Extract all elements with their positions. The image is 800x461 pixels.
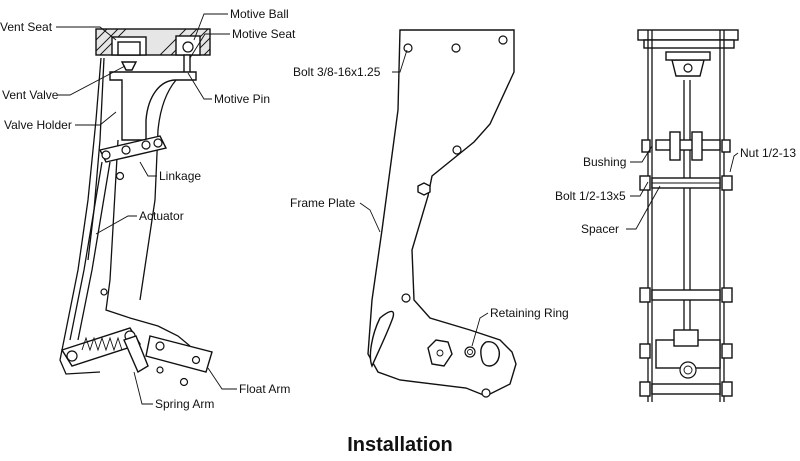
spacer-bolt-lower <box>639 381 733 397</box>
label-motive-seat: Motive Seat <box>232 27 296 41</box>
label-retaining-ring: Retaining Ring <box>490 306 569 320</box>
retaining-ring <box>464 346 476 358</box>
label-motive-ball: Motive Ball <box>230 7 289 21</box>
label-spacer: Spacer <box>581 222 619 236</box>
label-frame-plate: Frame Plate <box>290 196 356 210</box>
label-float-arm: Float Arm <box>239 382 290 396</box>
lower-linkage <box>639 329 733 379</box>
label-linkage: Linkage <box>159 169 201 183</box>
exploded-labels: Vent Seat Motive Ball Motive Seat Vent V… <box>0 7 296 411</box>
label-bushing: Bushing <box>583 155 626 169</box>
bushing <box>641 131 731 161</box>
caption-title: Installation <box>347 434 453 456</box>
actuator-rod <box>69 161 111 341</box>
valve-holder <box>109 71 197 141</box>
label-motive-pin: Motive Pin <box>214 92 270 106</box>
label-bolt-1-2: Bolt 1/2-13x5 <box>555 189 626 203</box>
label-bolt-3-8: Bolt 3/8-16x1.25 <box>293 65 381 79</box>
actuator-frame <box>59 57 191 375</box>
linkage <box>98 135 168 163</box>
vent-valve <box>120 61 138 71</box>
spring-arm <box>60 327 149 374</box>
spacer-bolt-upper <box>639 175 733 191</box>
side-view <box>367 29 517 398</box>
label-spring-arm: Spring Arm <box>155 397 214 411</box>
exploded-view <box>59 28 213 387</box>
side-labels: Bolt 3/8-16x1.25 Frame Plate Retaining R… <box>290 65 569 320</box>
front-view <box>637 29 739 402</box>
valve-body-block <box>95 28 211 56</box>
frame-slot <box>369 310 395 368</box>
motive-pin <box>183 54 191 74</box>
spacer-bolt-middle <box>639 287 733 303</box>
front-labels: Bushing Nut 1/2-13 Bolt 1/2-13x5 Spacer <box>555 146 796 236</box>
label-nut: Nut 1/2-13 <box>740 146 796 160</box>
frame-plate <box>367 29 517 397</box>
label-vent-seat: Vent Seat <box>0 20 53 34</box>
label-valve-holder: Valve Holder <box>4 118 72 132</box>
exploded-leaders <box>56 13 237 405</box>
front-leaders <box>626 145 739 230</box>
label-actuator: Actuator <box>139 209 184 223</box>
label-vent-valve: Vent Valve <box>2 88 59 102</box>
side-leaders <box>359 49 489 347</box>
float-arm <box>145 335 213 373</box>
